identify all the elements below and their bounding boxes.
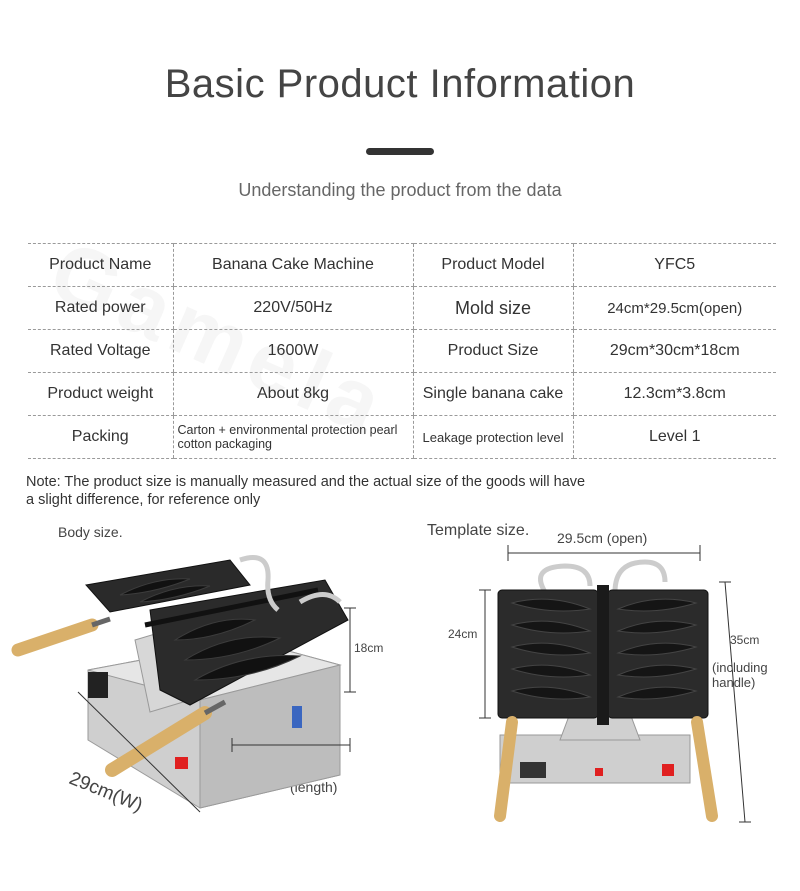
spec-label: Leakage protection level bbox=[412, 415, 573, 459]
spec-value: About 8kg bbox=[172, 372, 413, 416]
body-machine-image bbox=[11, 555, 356, 813]
body-height-label: 18cm bbox=[354, 641, 384, 655]
spec-value: 220V/50Hz bbox=[172, 286, 413, 330]
spec-value: YFC5 bbox=[572, 243, 776, 287]
template-total-label: 35cm bbox=[730, 633, 760, 647]
template-machine-image bbox=[479, 545, 751, 823]
template-size-label: Template size. bbox=[427, 522, 530, 539]
template-height-label: 24cm bbox=[448, 627, 478, 641]
title-underline bbox=[366, 148, 434, 155]
spec-value: 24cm*29.5cm(open) bbox=[572, 286, 776, 330]
body-size-label: Body size. bbox=[58, 524, 123, 540]
table-row: Product Name Banana Cake Machine Product… bbox=[28, 243, 776, 287]
spec-value: Banana Cake Machine bbox=[172, 243, 413, 287]
page-title: Basic Product Information bbox=[164, 62, 636, 106]
template-width-label: 29.5cm (open) bbox=[557, 530, 648, 546]
spec-value: Carton + environmental protection pearl … bbox=[172, 415, 413, 459]
spec-table: Product Name Banana Cake Machine Product… bbox=[28, 243, 776, 459]
table-row: Packing Carton + environmental protectio… bbox=[28, 415, 776, 459]
spec-label: Packing bbox=[28, 415, 173, 459]
table-row: Rated Voltage 1600W Product Size 29cm*30… bbox=[28, 329, 776, 373]
spec-value: 1600W bbox=[172, 329, 413, 373]
spec-label: Rated power bbox=[28, 286, 173, 330]
spec-label: Rated Voltage bbox=[28, 329, 173, 373]
spec-value: 12.3cm*3.8cm bbox=[572, 372, 776, 416]
page-subtitle: Understanding the product from the data bbox=[238, 180, 562, 200]
size-note: Note: The product size is manually measu… bbox=[26, 474, 586, 508]
spec-value: 29cm*30cm*18cm bbox=[572, 329, 776, 373]
spec-value: Level 1 bbox=[572, 415, 776, 459]
